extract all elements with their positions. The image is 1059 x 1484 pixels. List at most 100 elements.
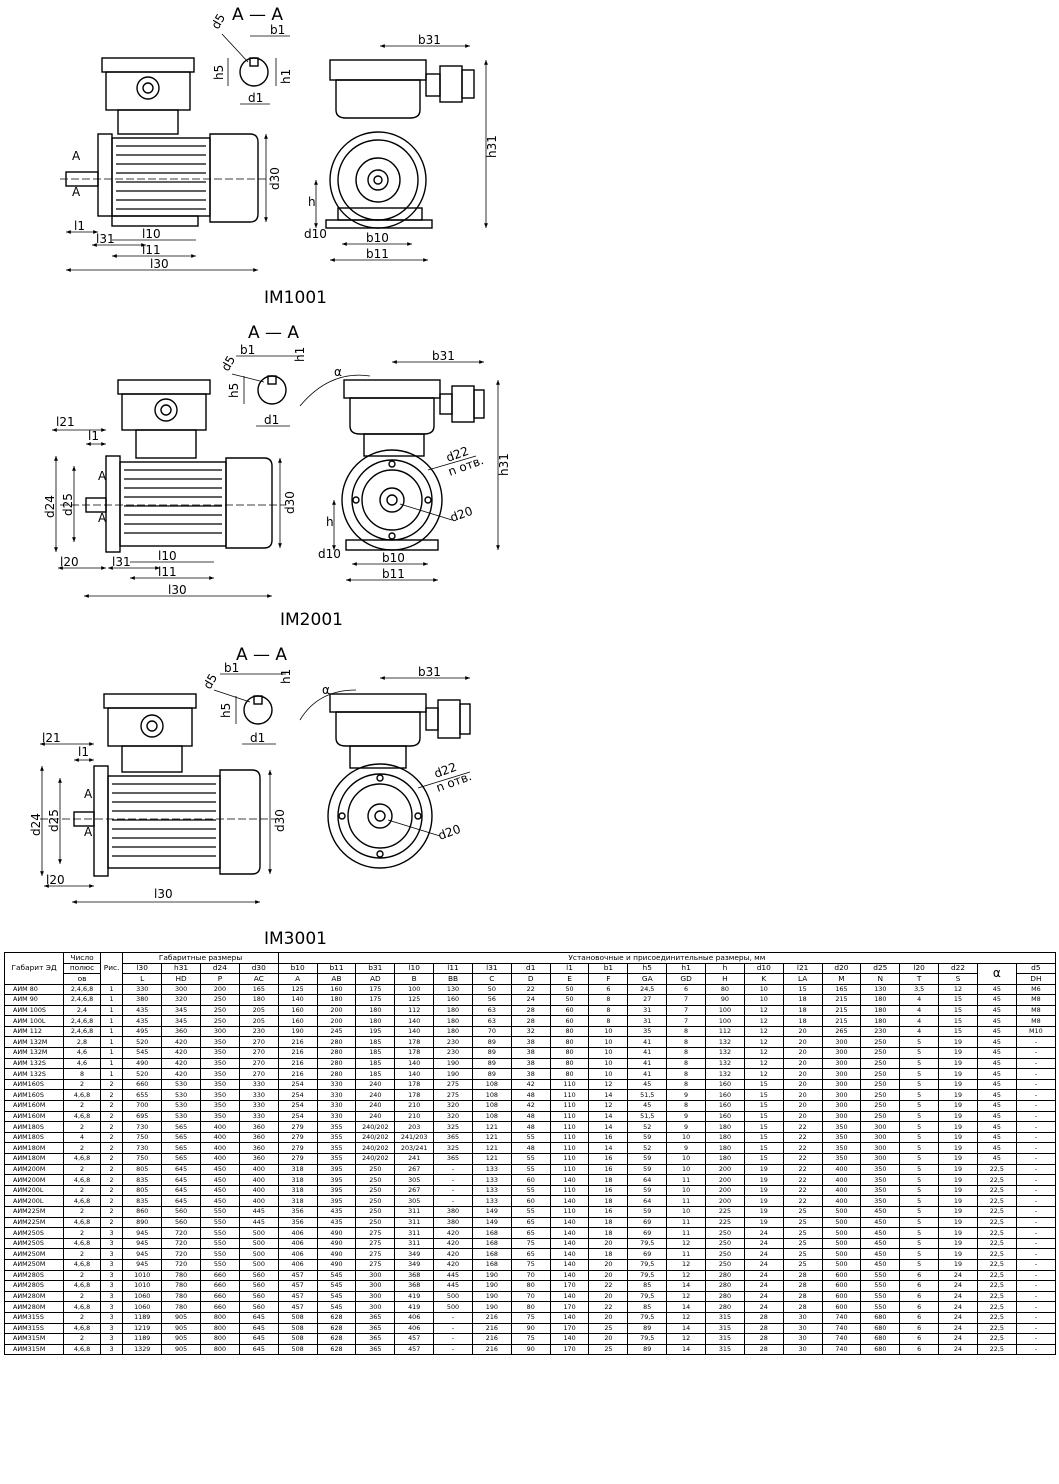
- table-cell: 360: [238, 1121, 279, 1133]
- table-cell: 11: [666, 1216, 707, 1229]
- table-cell: 315: [705, 1311, 745, 1324]
- header-code: b1: [588, 962, 629, 974]
- table-cell: 28: [782, 1290, 823, 1303]
- table-cell: АИМ 132М: [3, 1047, 65, 1059]
- table-cell: 15: [743, 1110, 784, 1123]
- table-cell: 1: [99, 1068, 124, 1080]
- table-cell: 10: [666, 1205, 707, 1218]
- table-cell: 4,6,8: [63, 1343, 101, 1356]
- table-cell: 350: [200, 1100, 240, 1112]
- table-cell: 11: [666, 1227, 707, 1239]
- label-d30: d30: [273, 809, 287, 832]
- table-cell: 108: [471, 1089, 512, 1102]
- table-cell: 210: [394, 1100, 435, 1112]
- table-cell: 780: [161, 1290, 201, 1303]
- table-cell: 645: [238, 1311, 279, 1324]
- table-cell: 12: [743, 1015, 784, 1027]
- table-cell: 4: [899, 994, 940, 1006]
- table-cell: 330: [316, 1110, 357, 1123]
- table-cell: 63: [471, 1015, 512, 1027]
- table-cell: -: [1015, 1142, 1057, 1154]
- table-cell: АИМ315М: [3, 1333, 65, 1345]
- table-cell: 22,5: [976, 1195, 1017, 1207]
- table-cell: 45: [976, 983, 1017, 996]
- table-cell: 250: [860, 1057, 901, 1070]
- table-cell: 22,5: [976, 1301, 1017, 1313]
- section-title: A — A: [232, 5, 283, 25]
- table-cell: 300: [821, 1078, 862, 1091]
- table-cell: 445: [433, 1269, 473, 1282]
- table-cell: 110: [549, 1121, 590, 1133]
- header-poles-2: полюс: [63, 962, 101, 974]
- figure-caption: IM1001: [264, 288, 327, 308]
- table-cell: 22: [782, 1184, 823, 1197]
- table-cell: 200: [705, 1195, 745, 1207]
- table-cell: 318: [277, 1174, 318, 1186]
- table-cell: 216: [277, 1057, 318, 1070]
- table-cell: 400: [200, 1153, 240, 1165]
- table-cell: 730: [122, 1121, 163, 1133]
- table-cell: 250: [860, 1068, 901, 1080]
- table-cell: 300: [860, 1121, 901, 1133]
- table-cell: 5: [899, 1110, 940, 1123]
- table-cell: 445: [238, 1205, 279, 1218]
- table-cell: 10: [588, 1068, 629, 1080]
- table-cell: 24: [938, 1301, 978, 1313]
- table-cell: 500: [433, 1290, 473, 1303]
- table-cell: 300: [355, 1290, 396, 1303]
- table-cell: АИМ 80: [3, 983, 65, 996]
- table-cell: 18: [588, 1174, 629, 1186]
- table-cell: 365: [355, 1311, 396, 1324]
- table-cell: 5: [899, 1195, 940, 1207]
- table-cell: 160: [705, 1100, 745, 1112]
- table-cell: 750: [122, 1153, 163, 1165]
- table-cell: 230: [433, 1047, 473, 1059]
- table-cell: 5: [899, 1142, 940, 1154]
- table-cell: 457: [394, 1333, 435, 1345]
- table-cell: 100: [394, 983, 435, 996]
- table-cell: 280: [316, 1057, 357, 1070]
- table-cell: 185: [355, 1036, 396, 1049]
- table-cell: 2: [63, 1142, 101, 1154]
- table-cell: -: [1015, 1057, 1057, 1070]
- table-cell: 435: [316, 1216, 357, 1229]
- table-cell: 720: [161, 1248, 201, 1260]
- table-cell: 655: [122, 1089, 163, 1102]
- table-cell: 395: [316, 1163, 357, 1176]
- table-cell: 6: [899, 1269, 940, 1282]
- table-cell: 132: [705, 1047, 745, 1059]
- table-cell: 395: [316, 1195, 357, 1207]
- table-cell: АИМ160S: [3, 1089, 65, 1102]
- table-cell: 660: [200, 1269, 240, 1282]
- table-cell: 25: [782, 1237, 823, 1250]
- table-cell: 280: [705, 1280, 745, 1292]
- table-cell: 22,5: [976, 1237, 1017, 1250]
- table-cell: 500: [238, 1227, 279, 1239]
- table-cell: 368: [394, 1280, 435, 1292]
- table-cell: 140: [394, 1015, 435, 1027]
- table-cell: 28: [510, 1015, 551, 1027]
- table-cell: 20: [588, 1237, 629, 1250]
- label-a: A: [84, 787, 93, 801]
- table-cell: 10: [743, 983, 784, 996]
- table-cell: 28: [782, 1301, 823, 1313]
- table-cell: 350: [200, 1078, 240, 1091]
- table-cell: 4,6,8: [63, 1089, 101, 1102]
- table-cell: 12: [666, 1311, 707, 1324]
- table-cell: 365: [355, 1333, 396, 1345]
- table-cell: 160: [277, 1004, 318, 1017]
- table-cell: -: [1015, 1258, 1057, 1271]
- table-cell: 12: [588, 1100, 629, 1112]
- table-cell: 1: [99, 1015, 124, 1027]
- table-cell: 133: [471, 1174, 512, 1186]
- table-cell: 18: [588, 1227, 629, 1239]
- table-cell: 185: [355, 1068, 396, 1080]
- table-cell: 59: [627, 1205, 668, 1218]
- table-cell: 250: [705, 1237, 745, 1250]
- table-cell: 400: [821, 1195, 862, 1207]
- table-cell: 4,6,8: [63, 1110, 101, 1123]
- table-cell: 24: [938, 1280, 978, 1292]
